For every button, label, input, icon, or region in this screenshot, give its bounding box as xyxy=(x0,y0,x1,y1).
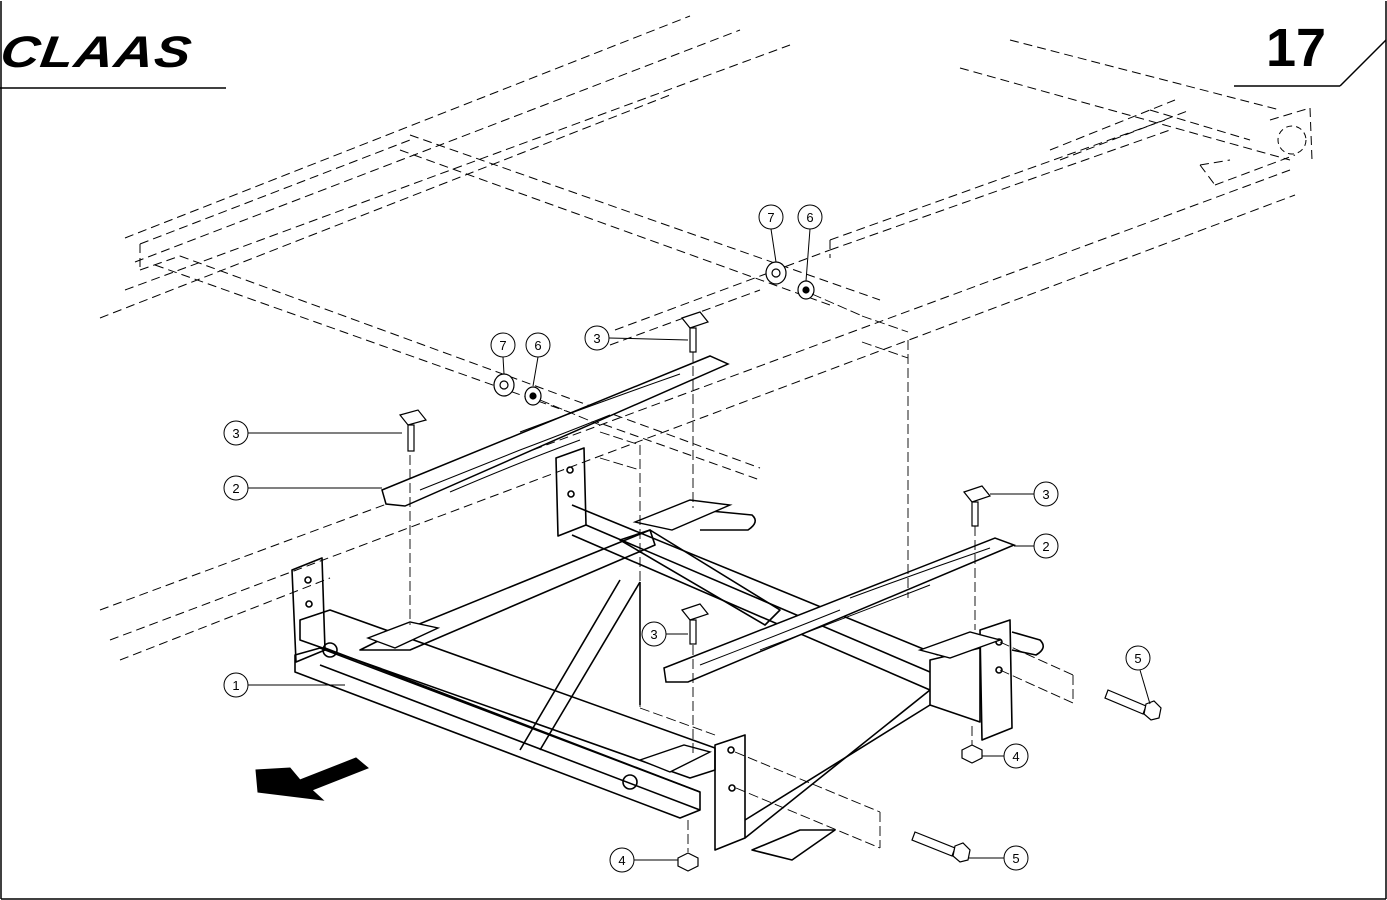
callout-6-top: 6 xyxy=(797,204,823,230)
callout-3-top: 3 xyxy=(584,325,610,351)
callout-2-right: 2 xyxy=(1033,533,1059,559)
svg-text:5: 5 xyxy=(1134,651,1141,666)
svg-text:4: 4 xyxy=(1012,749,1019,764)
callout-5-bottom: 5 xyxy=(1003,845,1029,871)
callout-6-left: 6 xyxy=(525,332,551,358)
nuts-and-washers xyxy=(493,261,983,872)
callout-1: 1 xyxy=(223,672,249,698)
t-bolts xyxy=(398,311,992,645)
direction-arrow xyxy=(255,757,369,801)
svg-text:3: 3 xyxy=(1042,487,1049,502)
page-number: 17 xyxy=(1265,18,1327,78)
svg-text:3: 3 xyxy=(232,426,239,441)
svg-text:3: 3 xyxy=(593,331,600,346)
svg-text:1: 1 xyxy=(232,678,239,693)
callout-5-right: 5 xyxy=(1125,645,1151,671)
assembly-guide-lines xyxy=(409,293,1074,852)
callout-7-top: 7 xyxy=(758,204,784,230)
callout-4-right: 4 xyxy=(1003,743,1029,769)
svg-text:2: 2 xyxy=(232,481,239,496)
callout-3-right: 3 xyxy=(1033,481,1059,507)
svg-text:6: 6 xyxy=(806,210,813,225)
callout-4-bottom: 4 xyxy=(609,847,635,873)
svg-text:5: 5 xyxy=(1012,851,1019,866)
svg-text:4: 4 xyxy=(618,853,625,868)
svg-text:3: 3 xyxy=(650,627,657,642)
svg-text:7: 7 xyxy=(767,210,774,225)
svg-text:2: 2 xyxy=(1042,539,1049,554)
callout-2-left: 2 xyxy=(223,475,249,501)
svg-text:6: 6 xyxy=(534,338,541,353)
callout-3-left: 3 xyxy=(223,420,249,446)
frame-pads xyxy=(366,499,1003,773)
svg-text:7: 7 xyxy=(499,338,506,353)
slat-grain xyxy=(419,373,991,666)
callout-7-left: 7 xyxy=(490,332,516,358)
hex-bolts xyxy=(911,689,1162,863)
callout-3-middle: 3 xyxy=(641,621,667,647)
callout-leaders xyxy=(248,228,1151,861)
ghost-shaft-end xyxy=(1277,125,1307,155)
machine-ghost-structure xyxy=(99,15,1313,661)
